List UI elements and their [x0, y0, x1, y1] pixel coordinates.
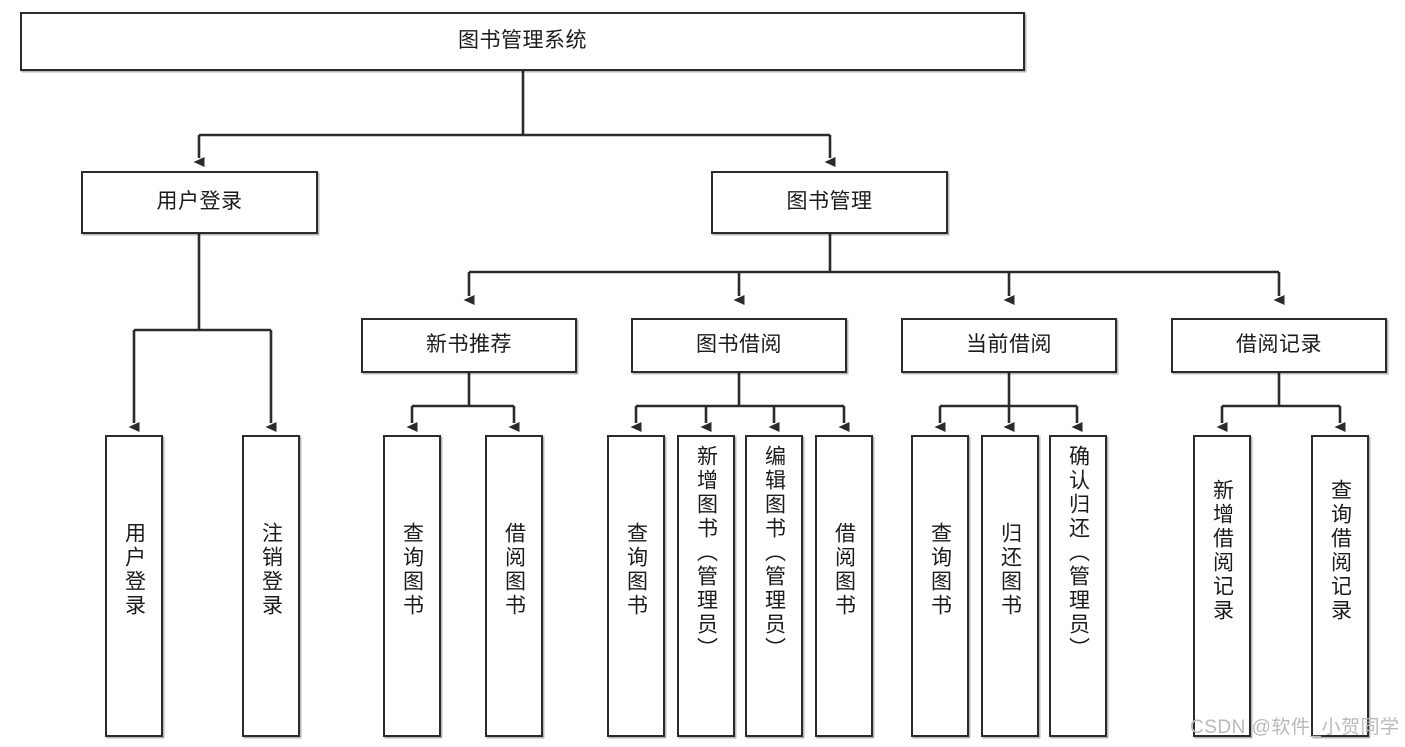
node-label: 归还图书 — [998, 522, 1022, 618]
leaf-borrow-add-book-admin[interactable]: 新增图书（管理员） — [677, 435, 735, 737]
leaf-current-confirm-return-admin[interactable]: 确认归还（管理员） — [1049, 435, 1107, 737]
node-book-borrow[interactable]: 图书借阅 — [631, 318, 847, 373]
node-user-login[interactable]: 用户登录 — [81, 171, 318, 234]
leaf-current-return-book[interactable]: 归还图书 — [981, 435, 1039, 737]
csdn-watermark: CSDN @软件_小贺同学 — [1190, 717, 1400, 738]
node-book-management[interactable]: 图书管理 — [711, 171, 948, 234]
node-label: 查询图书 — [928, 522, 952, 618]
leaf-recommend-borrow-book[interactable]: 借阅图书 — [485, 435, 543, 737]
node-label: 查询借阅记录 — [1328, 479, 1352, 623]
node-borrow-record[interactable]: 借阅记录 — [1171, 318, 1387, 373]
node-label: 借阅记录 — [1236, 333, 1322, 357]
leaf-borrow-edit-book-admin[interactable]: 编辑图书（管理员） — [745, 435, 803, 737]
node-label: 图书管理系统 — [458, 29, 587, 53]
node-root-system[interactable]: 图书管理系统 — [20, 12, 1025, 71]
node-label: 查询图书 — [400, 522, 424, 618]
node-label: 借阅图书 — [832, 522, 856, 618]
leaf-record-add-record[interactable]: 新增借阅记录 — [1193, 435, 1251, 737]
node-label: 编辑图书（管理员） — [762, 445, 786, 661]
node-label: 新书推荐 — [426, 333, 512, 357]
node-new-book-recommend[interactable]: 新书推荐 — [361, 318, 577, 373]
leaf-borrow-borrow-book[interactable]: 借阅图书 — [815, 435, 873, 737]
node-label: 确认归还（管理员） — [1066, 445, 1090, 661]
leaf-current-query-book[interactable]: 查询图书 — [911, 435, 969, 737]
node-label: 借阅图书 — [502, 522, 526, 618]
node-label: 注销登录 — [259, 522, 283, 618]
leaf-recommend-query-book[interactable]: 查询图书 — [383, 435, 441, 737]
node-label: 图书借阅 — [696, 333, 782, 357]
leaf-user-login-signin[interactable]: 用户登录 — [105, 435, 163, 737]
leaf-record-query-record[interactable]: 查询借阅记录 — [1311, 435, 1369, 737]
node-current-borrow[interactable]: 当前借阅 — [901, 318, 1117, 373]
node-label: 新增借阅记录 — [1210, 479, 1234, 623]
node-label: 当前借阅 — [966, 333, 1052, 357]
node-label: 查询图书 — [624, 522, 648, 618]
node-label: 图书管理 — [786, 190, 873, 214]
leaf-user-login-signout[interactable]: 注销登录 — [242, 435, 300, 737]
node-label: 用户登录 — [122, 522, 146, 618]
node-label: 新增图书（管理员） — [694, 445, 718, 661]
node-label: 用户登录 — [156, 190, 243, 214]
leaf-borrow-query-book[interactable]: 查询图书 — [607, 435, 665, 737]
